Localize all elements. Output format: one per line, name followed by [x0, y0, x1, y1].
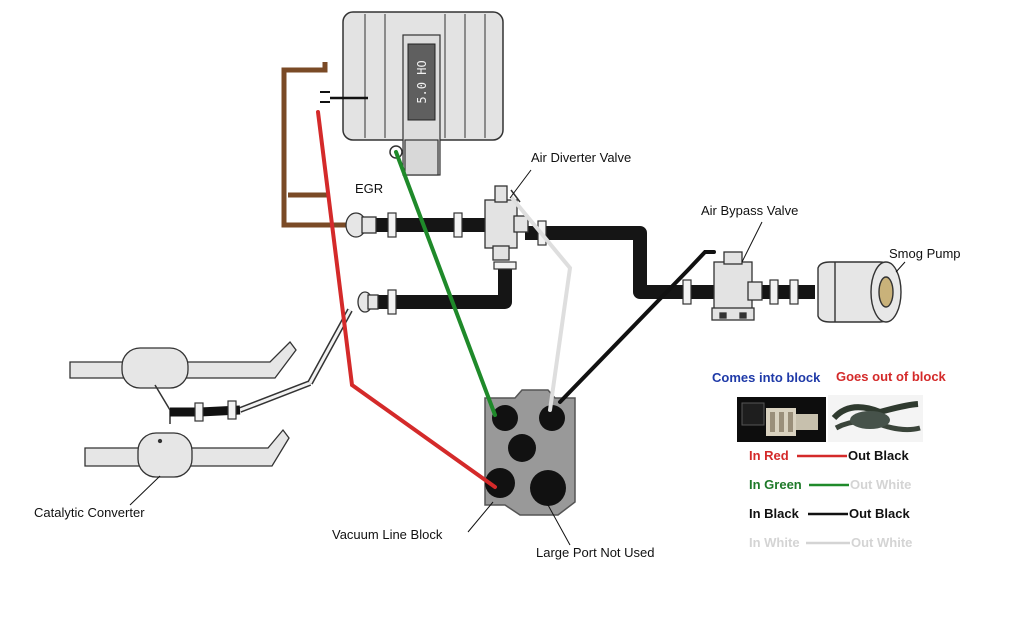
block-port-bottom-left	[485, 468, 515, 498]
smog-pump-label: Smog Pump	[889, 246, 961, 261]
legend-goes-out-of-block: Goes out of block	[836, 369, 947, 384]
green-vacuum-line	[394, 150, 497, 417]
legend-row: In Black Out Black	[749, 506, 910, 521]
egr-pipe	[281, 62, 348, 228]
engine-badge-text: 5.0 HO	[415, 60, 429, 103]
white-vacuum-line	[510, 196, 573, 412]
air-bypass-valve	[711, 251, 763, 321]
block-port-large	[530, 470, 566, 506]
air-diverter-valve	[484, 185, 529, 261]
vacuum-lines	[316, 110, 716, 489]
inbound-connector-image	[737, 397, 826, 442]
egr-label: EGR	[355, 181, 383, 196]
legend-row: In Red Out Black	[749, 448, 909, 463]
catalytic-converter-label: Catalytic Converter	[34, 505, 145, 520]
legend: Comes into block Goes out of block In Re…	[712, 369, 947, 550]
legend-out-label: Out Black	[848, 448, 909, 463]
legend-comes-into-block: Comes into block	[712, 370, 821, 385]
legend-row: In Green Out White	[749, 477, 911, 492]
catalytic-converters	[69, 341, 297, 478]
air-diverter-valve-label: Air Diverter Valve	[531, 150, 631, 165]
block-port-top-right	[539, 405, 565, 431]
engine-intake: 5.0 HO	[320, 11, 504, 176]
legend-in-label: In White	[749, 535, 800, 550]
large-port-not-used-label: Large Port Not Used	[536, 545, 655, 560]
legend-in-label: In Black	[749, 506, 800, 521]
check-valve-fittings	[345, 212, 379, 313]
legend-out-label: Out Black	[849, 506, 910, 521]
legend-out-label: Out White	[851, 535, 912, 550]
legend-in-label: In Green	[749, 477, 802, 492]
legend-out-label: Out White	[850, 477, 911, 492]
red-vacuum-line	[316, 110, 497, 489]
outbound-connector-image	[828, 395, 923, 442]
vacuum-line-block-label: Vacuum Line Block	[332, 527, 443, 542]
black-vacuum-line	[558, 250, 716, 404]
legend-row: In White Out White	[749, 535, 912, 550]
block-port-top-left	[492, 405, 518, 431]
legend-in-label: In Red	[749, 448, 789, 463]
leader-lines	[129, 169, 906, 546]
vacuum-line-block	[484, 389, 576, 516]
block-port-center	[508, 434, 536, 462]
smog-pump	[817, 261, 902, 323]
air-bypass-valve-label: Air Bypass Valve	[701, 203, 798, 218]
